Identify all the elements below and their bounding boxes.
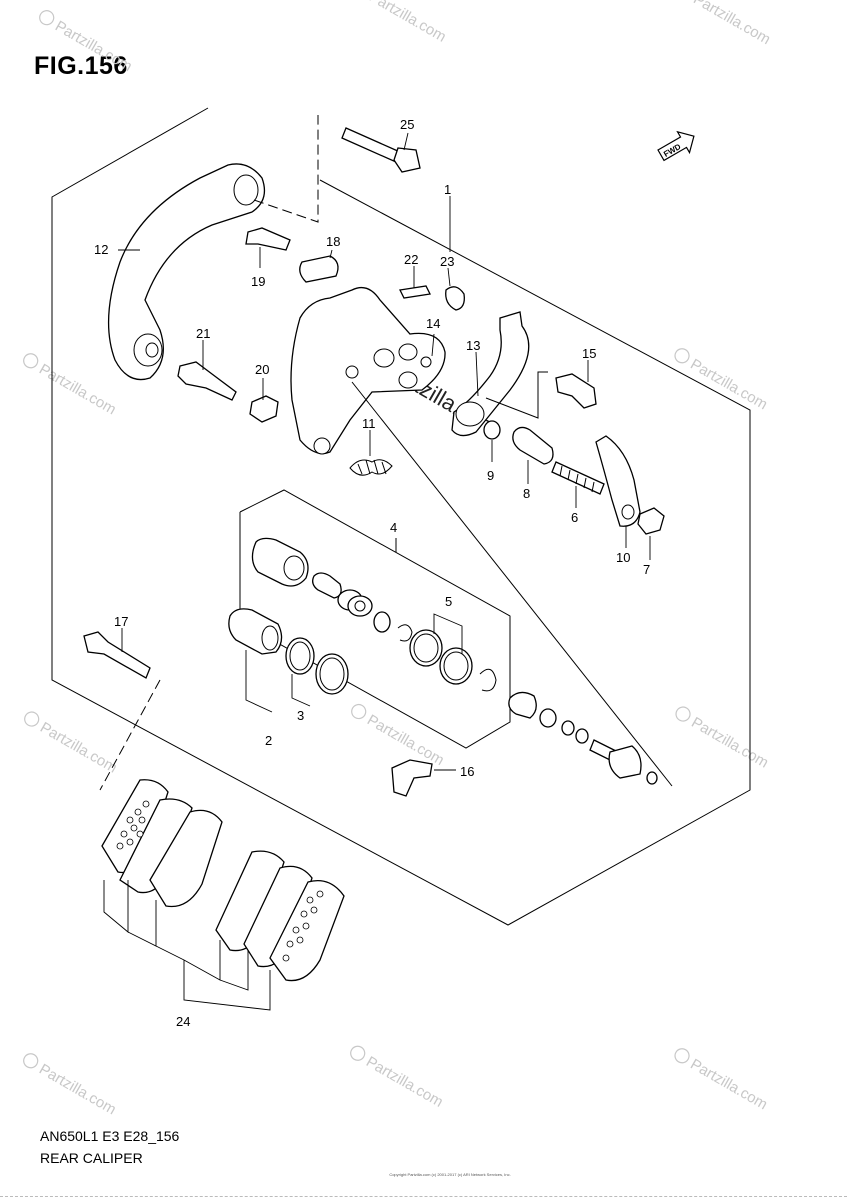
callout-4: 4 xyxy=(390,520,397,535)
part-lever-10 xyxy=(595,435,641,548)
part-piston-4 xyxy=(251,537,309,587)
part-rings-5 xyxy=(373,611,497,692)
part-seals-3 xyxy=(285,637,349,707)
part-adjuster-assembly xyxy=(508,691,658,785)
assembly-frame xyxy=(51,107,751,926)
callout-10: 10 xyxy=(616,550,630,565)
part-plate-13 xyxy=(451,311,530,437)
callout-24: 24 xyxy=(176,1014,190,1029)
part-piston-2 xyxy=(228,608,283,713)
watermark-text: Partzilla.com xyxy=(690,0,773,48)
callout-6: 6 xyxy=(571,510,578,525)
part-bolt-21 xyxy=(177,340,237,401)
callout-21: 21 xyxy=(196,326,210,341)
part-sleeve-18 xyxy=(299,249,339,283)
watermark-text: Partzilla.com xyxy=(364,711,447,769)
callout-11: 11 xyxy=(362,416,376,431)
part-pin-19 xyxy=(245,227,291,268)
watermarks: Partzilla.com Partzilla.com Partzilla.co… xyxy=(23,0,773,1119)
part-spring-coil xyxy=(337,589,373,617)
callout-14: 14 xyxy=(426,316,440,331)
callout-13: 13 xyxy=(466,338,480,353)
callout-19: 19 xyxy=(251,274,265,289)
figure-name: REAR CALIPER xyxy=(40,1150,143,1166)
watermark-text: Partzilla.com xyxy=(687,356,770,414)
lead-14 xyxy=(431,333,435,357)
guide-15 xyxy=(485,371,548,419)
bottom-divider xyxy=(0,1196,847,1197)
bracket-guide xyxy=(253,115,319,223)
watermark-text: Partzilla.com xyxy=(363,1053,446,1111)
part-caliper-body-1 xyxy=(290,196,451,455)
callout-2: 2 xyxy=(265,733,272,748)
callout-17: 17 xyxy=(114,614,128,629)
part-bleeder-22 xyxy=(399,266,431,299)
watermark-text: Partzilla.com xyxy=(366,0,449,46)
part-bolt-25 xyxy=(341,127,421,173)
part-bracket-12 xyxy=(107,163,266,381)
part-piston-8 xyxy=(512,426,554,484)
watermark-text: Partzilla.com xyxy=(36,1061,119,1119)
part-nut-20 xyxy=(249,378,279,423)
callouts: 1 2 3 4 5 6 7 8 9 10 11 12 13 14 15 16 1… xyxy=(94,117,650,1029)
part-bolt-15 xyxy=(555,360,597,409)
callout-8: 8 xyxy=(523,486,530,501)
callout-9: 9 xyxy=(487,468,494,483)
part-ring-9 xyxy=(483,420,501,462)
callout-25: 25 xyxy=(400,117,414,132)
callout-15: 15 xyxy=(582,346,596,361)
callout-20: 20 xyxy=(255,362,269,377)
part-pads-24 xyxy=(101,779,345,1011)
part-adjuster xyxy=(312,572,342,599)
figure-title: FIG.156 xyxy=(34,52,128,80)
part-cap-23 xyxy=(445,267,465,311)
part-pin-17 xyxy=(83,628,151,679)
callout-7: 7 xyxy=(643,562,650,577)
callout-16: 16 xyxy=(460,764,474,779)
watermark-text: Partzilla.com xyxy=(37,719,120,777)
callout-3: 3 xyxy=(297,708,304,723)
copyright-text: Copyright Partzilla.com (c) 2001-2017 (c… xyxy=(389,1172,511,1177)
watermark-text: Partzilla.com xyxy=(687,1056,770,1114)
callout-5: 5 xyxy=(445,594,452,609)
callout-18: 18 xyxy=(326,234,340,249)
part-nut-7 xyxy=(637,507,665,560)
callout-12: 12 xyxy=(94,242,108,257)
part-clip-16 xyxy=(391,759,456,797)
figure-code: AN650L1 E3 E28_156 xyxy=(40,1128,180,1144)
watermark-text: Partzilla.com xyxy=(36,361,119,419)
callout-1: 1 xyxy=(444,182,451,197)
fwd-direction-icon: FWD xyxy=(657,130,695,162)
callout-22: 22 xyxy=(404,252,418,267)
watermark-text: Partzilla.com xyxy=(688,714,771,772)
callout-23: 23 xyxy=(440,254,454,269)
diag-guide xyxy=(351,381,673,787)
part-rod-6 xyxy=(551,461,605,508)
watermark-text: Partzilla.com xyxy=(52,18,135,76)
pad-link-dashed xyxy=(99,679,161,791)
part-spring-11 xyxy=(349,430,393,476)
